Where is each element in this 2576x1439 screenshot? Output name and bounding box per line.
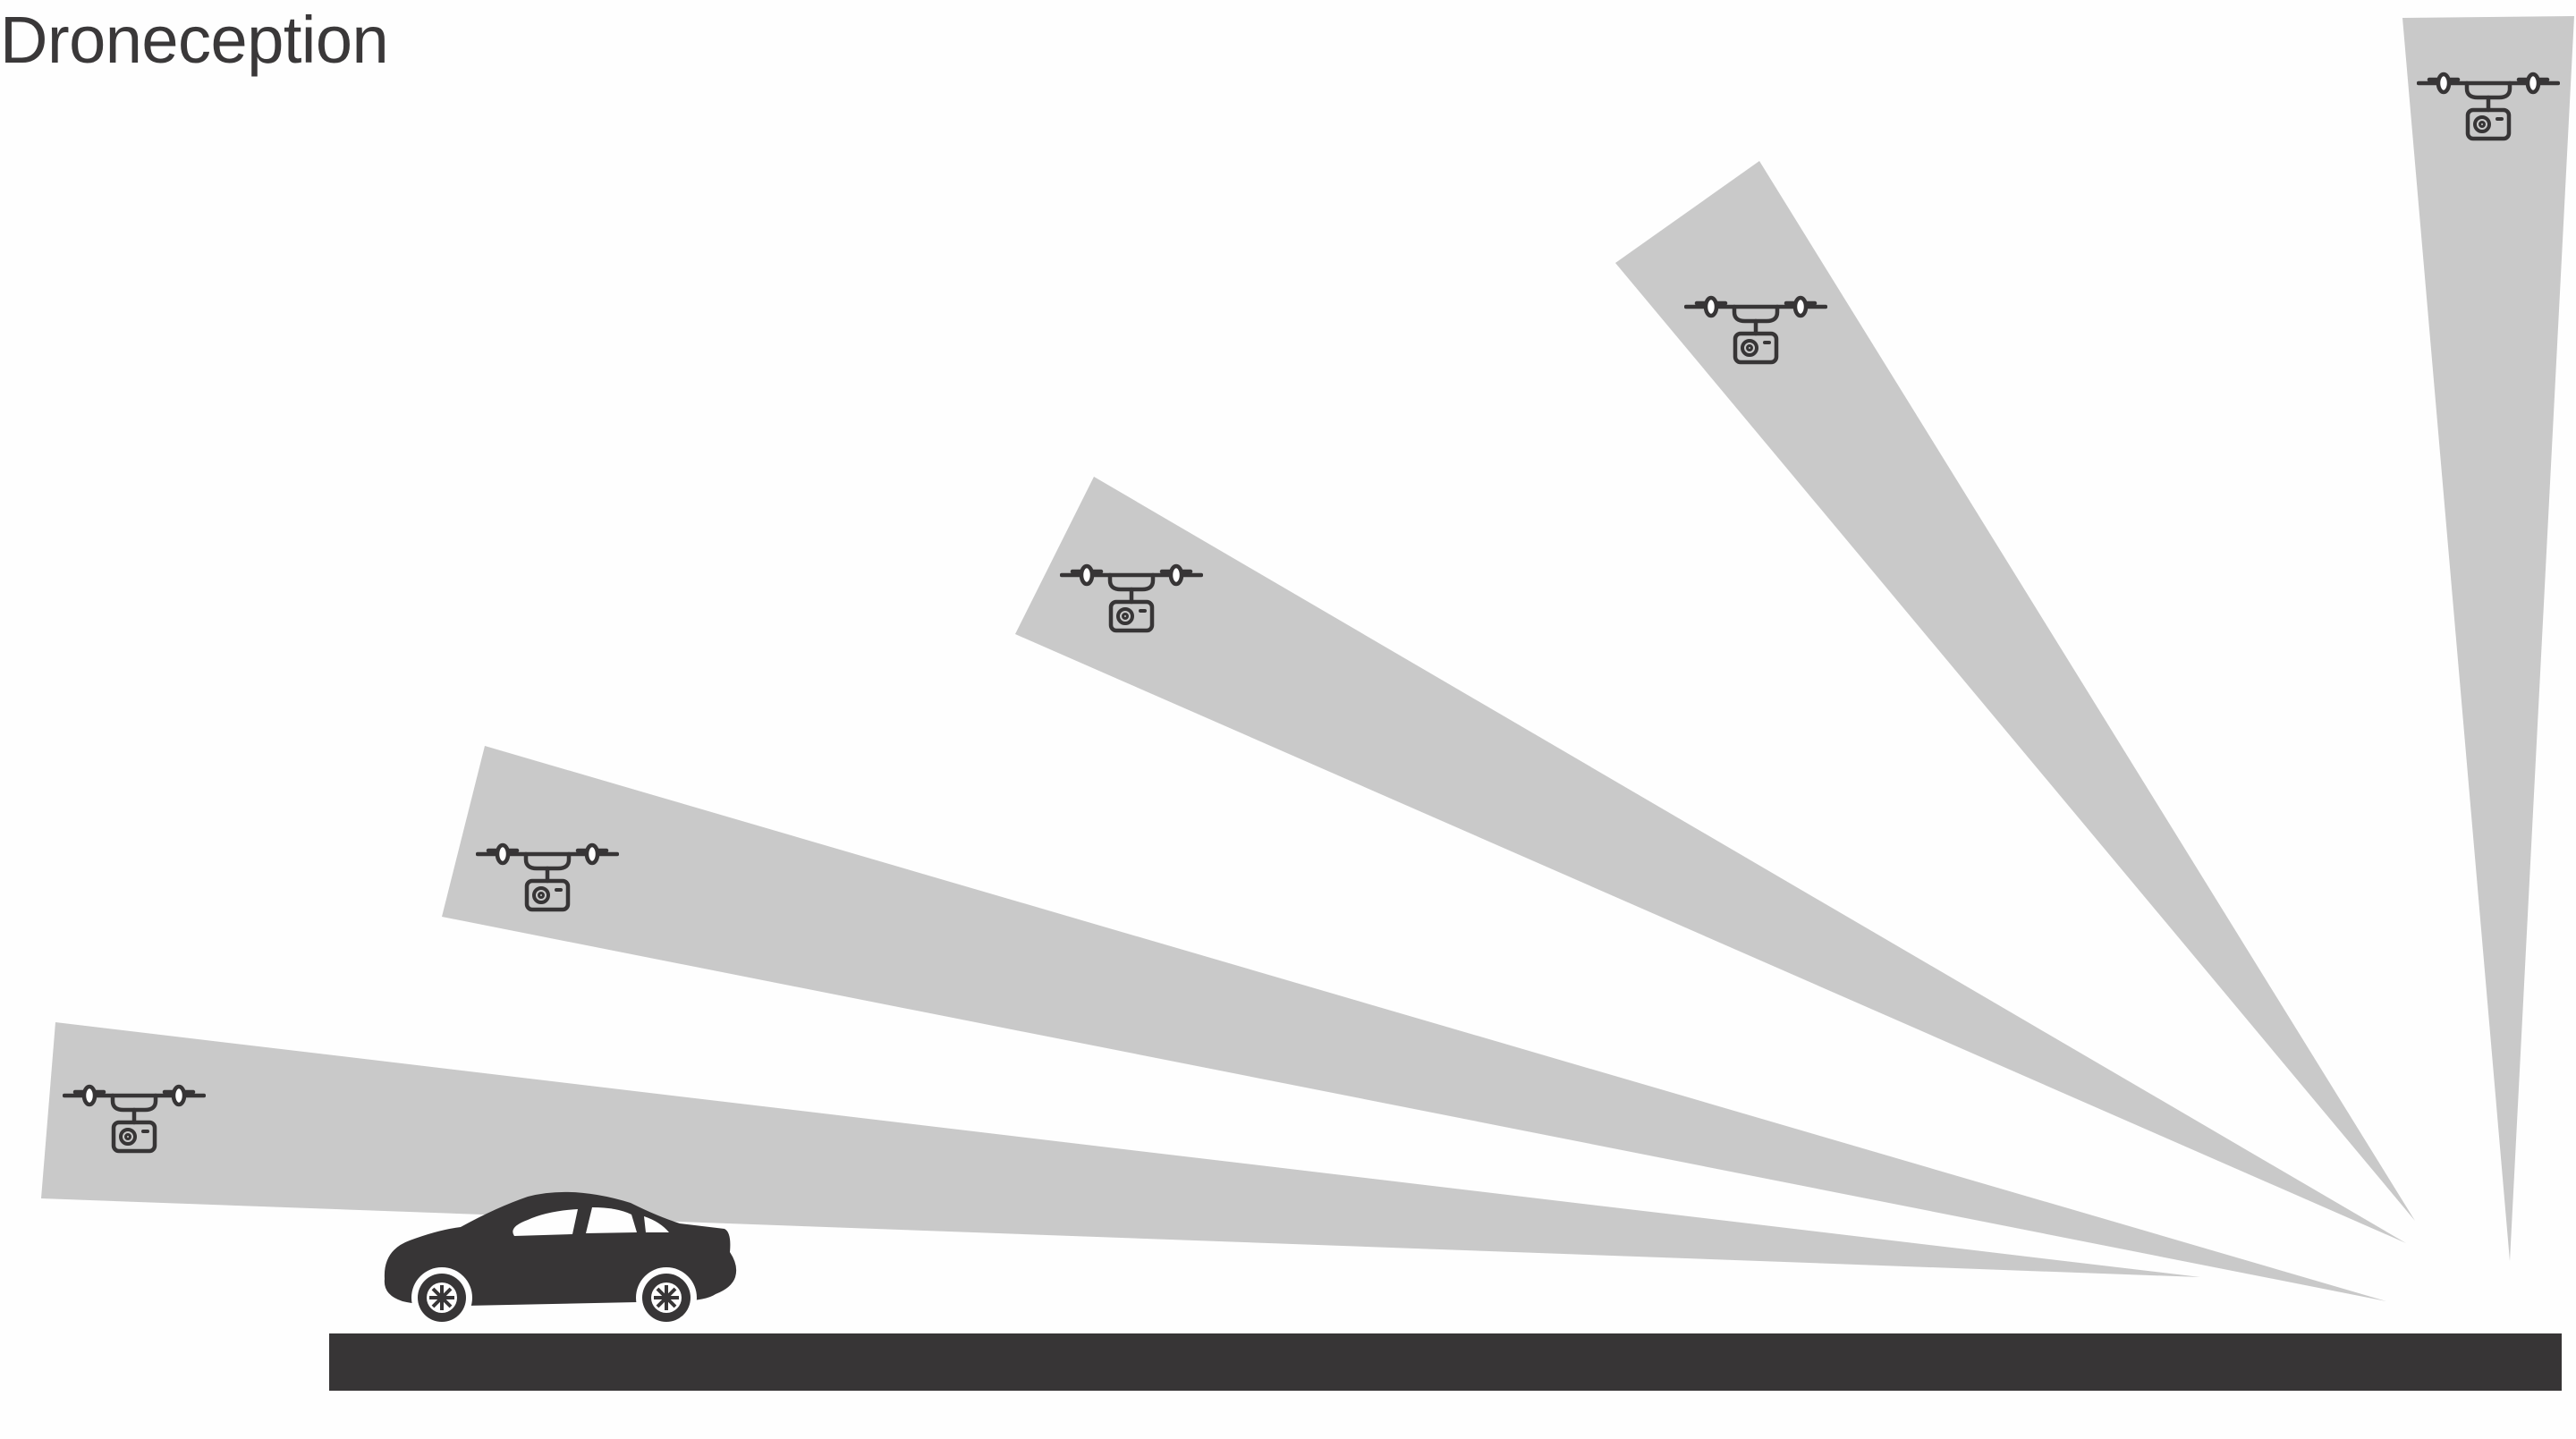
drone-field-of-view bbox=[442, 746, 2386, 1301]
drone-field-of-view bbox=[1015, 477, 2406, 1243]
drone-field-of-view bbox=[41, 1022, 2200, 1277]
car-icon bbox=[384, 1191, 737, 1328]
page-title: Droneception bbox=[0, 3, 389, 77]
drone-field-of-view bbox=[2402, 16, 2574, 1261]
drone-field-of-view bbox=[1615, 161, 2415, 1221]
road bbox=[329, 1333, 2562, 1391]
